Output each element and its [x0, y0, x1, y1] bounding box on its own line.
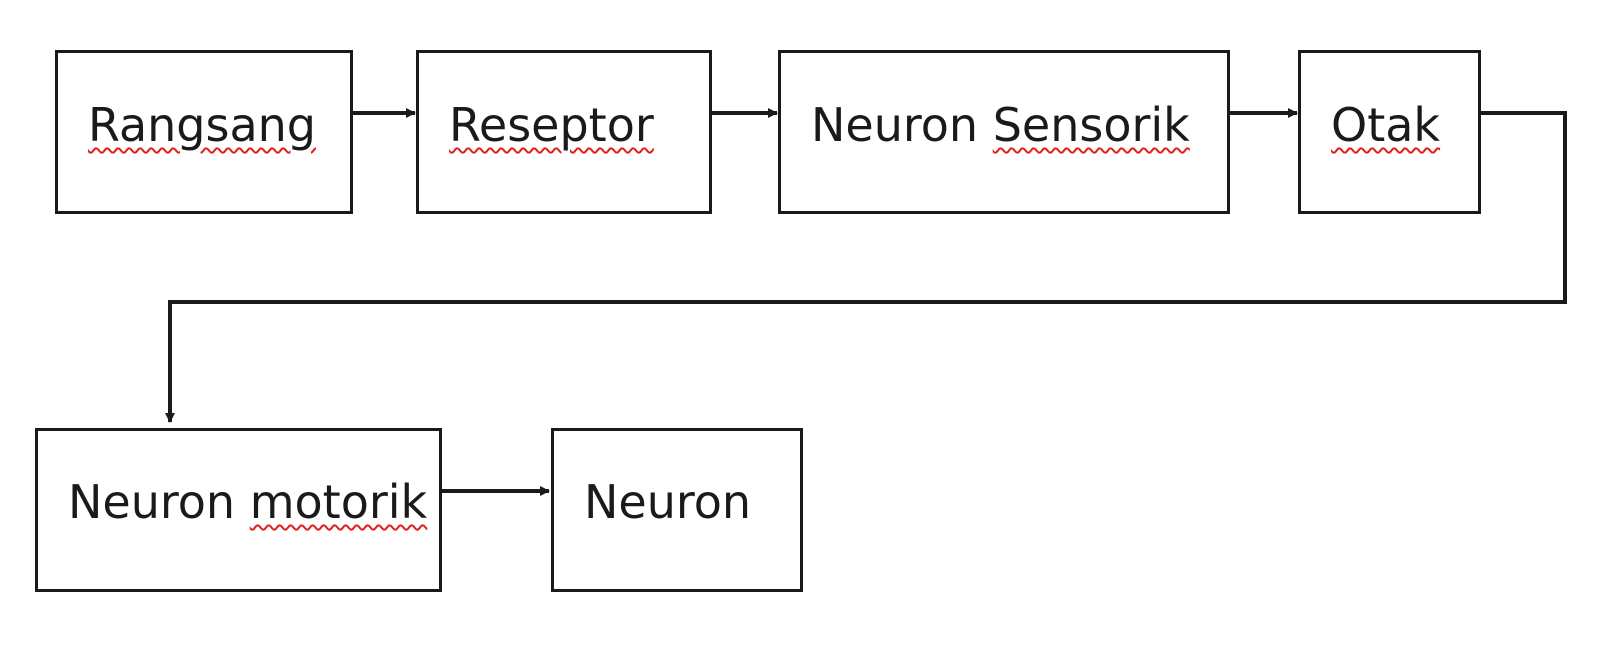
node-otak	[1298, 50, 1481, 214]
node-neuron	[551, 428, 803, 592]
node-neuron-sensorik-label: Neuron Sensorik	[811, 102, 1190, 148]
node-neuron-label: Neuron	[584, 475, 752, 529]
node-rangsang	[55, 50, 353, 214]
node-neuron-motorik	[35, 428, 442, 592]
node-rangsang-label: Rangsang	[88, 98, 317, 152]
node-reseptor-label: Reseptor	[449, 98, 654, 152]
node-neuron-sensorik-word1: Neuron	[811, 98, 979, 152]
node-neuron-sensorik	[778, 50, 1230, 214]
node-otak-label: Otak	[1331, 98, 1441, 152]
node-neuron-sensorik-word2: Sensorik	[992, 98, 1190, 152]
arrow-otak-to-neuron-motorik	[165, 111, 1567, 423]
node-neuron-motorik-label: Neuron motorik	[68, 479, 427, 525]
node-reseptor	[416, 50, 712, 214]
node-neuron-motorik-word1: Neuron	[68, 475, 236, 529]
node-neuron-motorik-word2: motorik	[249, 475, 428, 529]
